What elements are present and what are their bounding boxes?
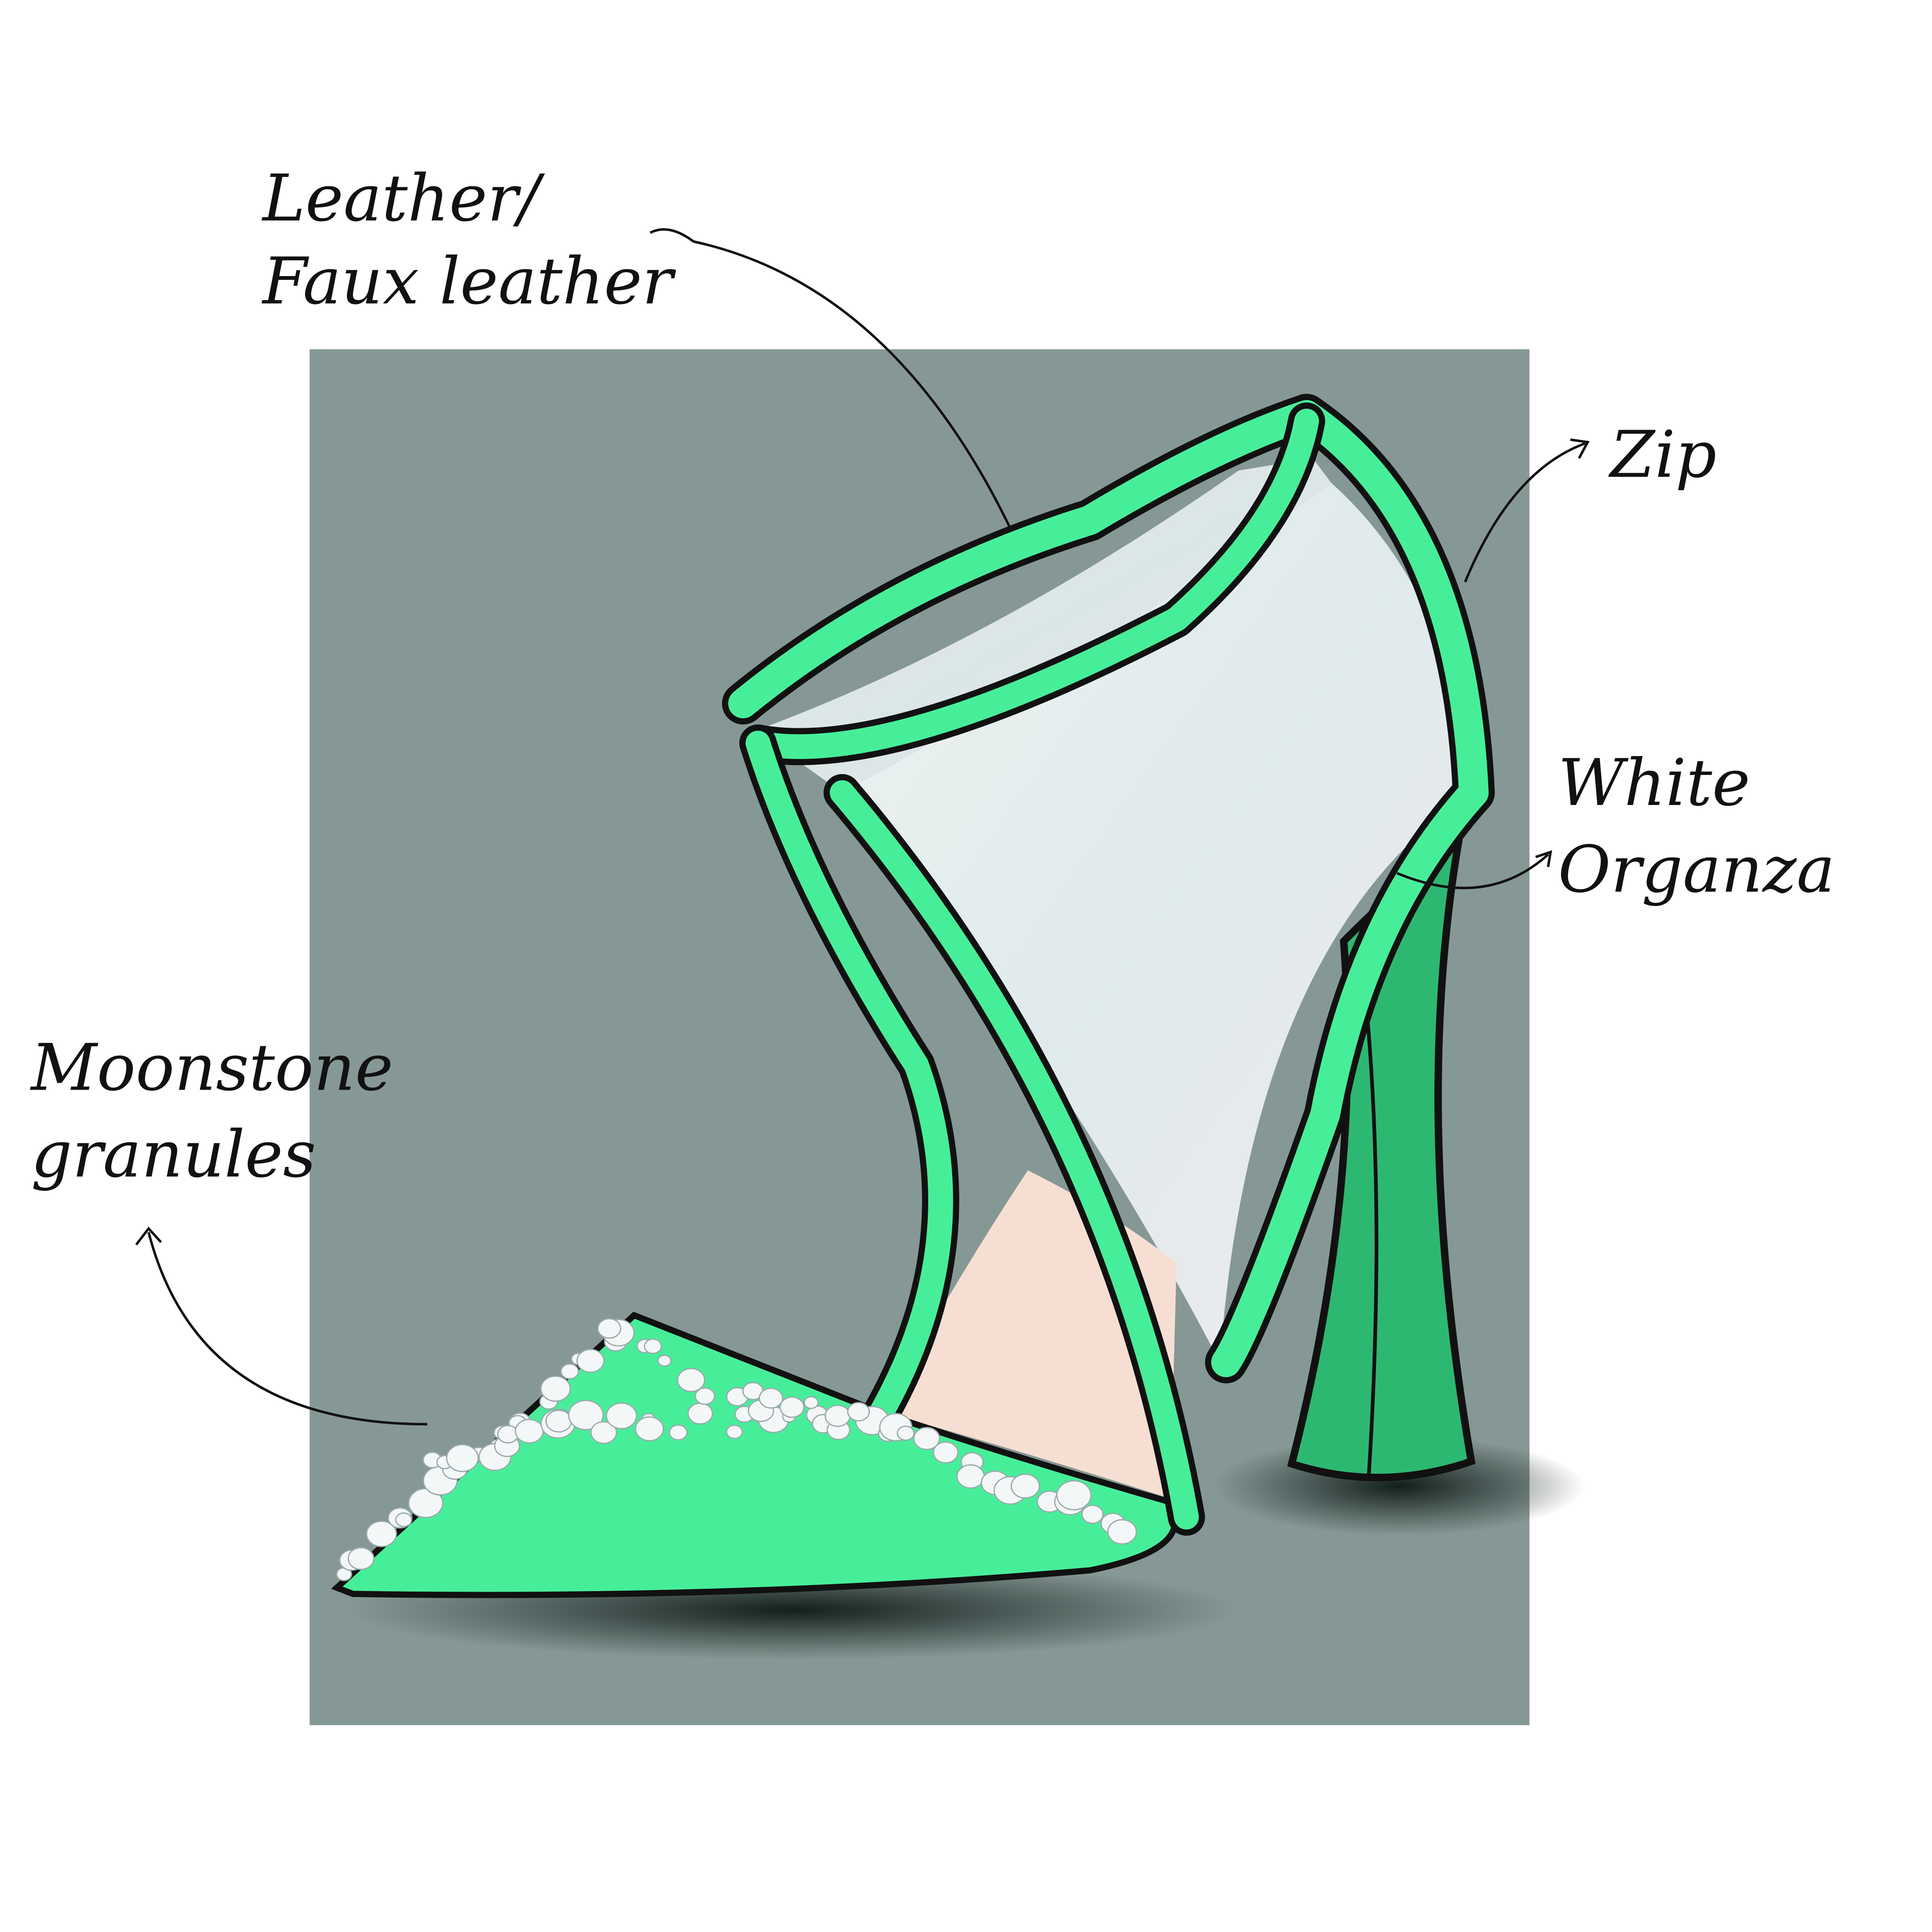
label-moonstone-line1: Moonstone xyxy=(30,1030,393,1105)
moonstone-granule xyxy=(779,1396,805,1418)
moonstone-granule xyxy=(668,1424,688,1441)
moonstone-granule xyxy=(726,1425,743,1440)
organza-panel xyxy=(842,483,1471,1363)
moonstone-granule xyxy=(824,1404,851,1427)
moonstone-granule xyxy=(606,1402,637,1430)
label-leather-line1: Leather/ xyxy=(261,161,545,236)
moonstone-granules xyxy=(336,1318,1137,1581)
moonstone-granule xyxy=(933,1441,959,1464)
moonstone-granule xyxy=(1011,1473,1040,1499)
moonstone-granule xyxy=(687,1402,713,1425)
leather-leader-line xyxy=(650,228,1011,527)
vamp-toe xyxy=(331,1312,1178,1598)
moonstone-granule xyxy=(545,1410,572,1433)
moonstone-granule xyxy=(560,1363,579,1379)
moonstone-granule xyxy=(347,1547,375,1570)
moonstone-granule xyxy=(1107,1519,1137,1545)
label-organza-line1: White xyxy=(1558,746,1750,820)
moonstone-granule xyxy=(497,1425,519,1444)
organza-back xyxy=(755,458,1331,793)
leather-straps xyxy=(722,394,1495,1536)
heel-highlight xyxy=(1360,966,1379,1480)
moonstone-granule xyxy=(568,1400,604,1431)
moonstone-granule xyxy=(803,1396,819,1409)
moonstone-granule xyxy=(896,1425,915,1441)
moonstone-granule xyxy=(540,1376,571,1402)
moonstone-granule xyxy=(644,1338,662,1354)
moonstone-granule xyxy=(635,1416,664,1442)
moonstone-granule xyxy=(956,1464,985,1489)
moonstone-leader-line xyxy=(135,1227,428,1426)
moonstone-granule xyxy=(590,1421,617,1444)
zip-leader-line xyxy=(1464,438,1590,583)
organza-leader-line xyxy=(1396,850,1552,890)
moonstone-granule xyxy=(515,1419,544,1444)
moonstone-granule xyxy=(1081,1504,1104,1524)
label-zip: Zip xyxy=(1608,418,1716,492)
moonstone-granule xyxy=(695,1387,715,1405)
moonstone-granule xyxy=(366,1520,397,1547)
label-organza-line2: Organza xyxy=(1558,832,1835,907)
moonstone-granule xyxy=(1056,1480,1092,1510)
moonstone-granule xyxy=(576,1349,605,1373)
moonstone-granule xyxy=(446,1444,479,1472)
moonstone-granule xyxy=(657,1355,672,1367)
label-leather-line2: Faux leather xyxy=(261,244,677,319)
moonstone-granule xyxy=(913,1427,940,1450)
moonstone-granule xyxy=(677,1368,705,1392)
moonstone-granule xyxy=(847,1402,870,1422)
moonstone-granule xyxy=(759,1388,784,1409)
moonstone-granule xyxy=(395,1512,413,1528)
moonstone-granule xyxy=(597,1318,622,1339)
label-moonstone-line2: granules xyxy=(31,1117,316,1192)
